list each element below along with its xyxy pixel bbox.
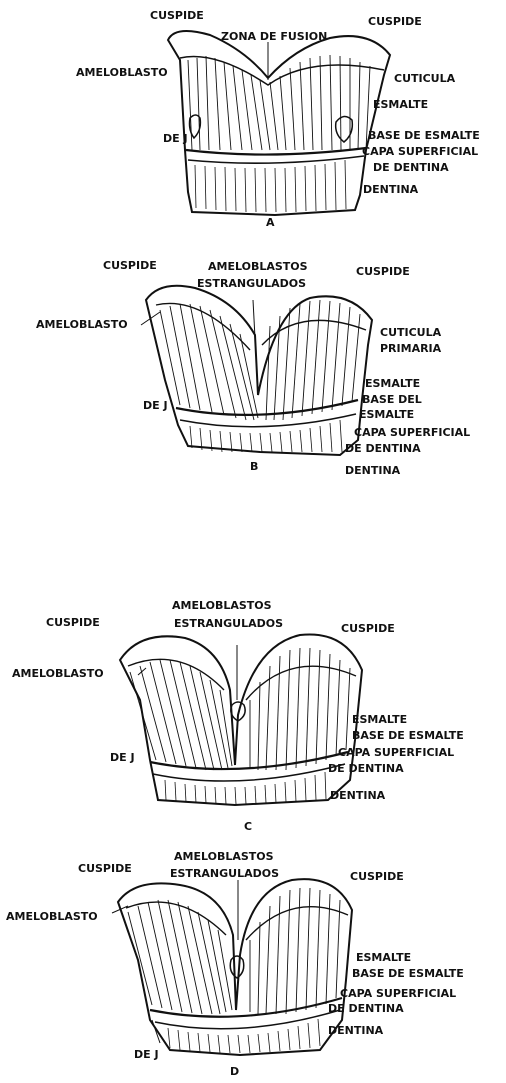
panel-d-estrangulados-2: ESTRANGULADOS (170, 867, 279, 880)
panel-a-zona-fusion: ZONA DE FUSION (221, 30, 327, 43)
panel-b-estrangulados-1: AMELOBLASTOS (208, 260, 308, 273)
panel-b-cuspide-left: CUSPIDE (103, 259, 157, 272)
panel-b-drawing (141, 286, 372, 455)
panel-c-ameloblasto: AMELOBLASTO (12, 667, 104, 680)
panel-d-capa-superficial: CAPA SUPERFICIAL (340, 987, 456, 1000)
panel-c-cuspide-left: CUSPIDE (46, 616, 100, 629)
panel-b-base-esmalte: ESMALTE (359, 408, 414, 421)
panel-d-dentina: DENTINA (328, 1024, 384, 1037)
panel-a-drawing (168, 31, 390, 215)
panel-c-dentin-tubules (165, 772, 326, 804)
panel-a-cuticula: CUTICULA (394, 72, 456, 85)
panel-b-de-dentina: DE DENTINA (345, 442, 421, 455)
panel-d-estrangulados-1: AMELOBLASTOS (174, 850, 274, 863)
panel-a: CUSPIDE CUSPIDE ZONA DE FUSION AMELOBLAS… (76, 9, 480, 229)
panel-b-rods (160, 300, 360, 420)
panel-d-fusion-knot (230, 956, 244, 978)
panel-b-outline (146, 286, 372, 455)
panel-c-estrangulados-1: AMELOBLASTOS (172, 599, 272, 612)
panel-b-cuticula: CUTICULA (380, 326, 442, 339)
panel-d-de-j: DE J (134, 1048, 159, 1061)
panel-a-outline (168, 31, 390, 215)
panel-a-dentin-layer (188, 156, 364, 163)
panel-c-enamel-base (150, 752, 348, 769)
panel-d-base-esmalte: BASE DE ESMALTE (352, 967, 464, 980)
panel-c-letter: C (244, 820, 252, 833)
panel-b-base-del: BASE DEL (362, 393, 422, 406)
panel-d-cuspide-left: CUSPIDE (78, 862, 132, 875)
panel-d-cuspide-right: CUSPIDE (350, 870, 404, 883)
panel-a-dentin-tubules (195, 160, 346, 212)
panel-b-estrangulados-2: ESTRANGULADOS (197, 277, 306, 290)
panel-d-drawing (112, 879, 352, 1055)
panel-a-ameloblast-rods (188, 55, 370, 150)
panel-a-enamel-base (186, 148, 366, 155)
panel-c-drawing (120, 634, 362, 805)
panel-b-primaria: PRIMARIA (380, 342, 442, 355)
panel-d-de-dentina: DE DENTINA (328, 1002, 404, 1015)
panel-c-cuspide-right: CUSPIDE (341, 622, 395, 635)
panel-a-cusp-band (180, 57, 384, 85)
panel-a-de-dentina: DE DENTINA (373, 161, 449, 174)
panel-c-esmalte: ESMALTE (352, 713, 407, 726)
panel-d-ameloblasto: AMELOBLASTO (6, 910, 98, 923)
panel-c-dentina: DENTINA (330, 789, 386, 802)
panel-a-cuspide-right: CUSPIDE (368, 15, 422, 28)
panel-c-de-j: DE J (110, 751, 135, 764)
panel-a-cuspide-left: CUSPIDE (150, 9, 204, 22)
panel-b-ameloblasto: AMELOBLASTO (36, 318, 128, 331)
panel-a-dentina: DENTINA (363, 183, 419, 196)
panel-b-capa-superficial: CAPA SUPERFICIAL (354, 426, 470, 439)
panel-c-base-esmalte: BASE DE ESMALTE (352, 729, 464, 742)
panel-a-esmalte: ESMALTE (373, 98, 428, 111)
panel-b-dentina: DENTINA (345, 464, 401, 477)
panel-d-enamel-base (150, 998, 342, 1017)
panel-c-estrangulados-2: ESTRANGULADOS (174, 617, 283, 630)
panel-c: AMELOBLASTOS ESTRANGULADOS CUSPIDE CUSPI… (12, 599, 464, 833)
panel-d-dentin-tubules (168, 1019, 320, 1053)
panel-d-letter: D (230, 1065, 239, 1078)
panel-d-dentin-layer (155, 1010, 340, 1029)
panel-b-de-j: DE J (143, 399, 168, 412)
panel-a-de-j: DE J (163, 132, 188, 145)
panel-b-esmalte: ESMALTE (365, 377, 420, 390)
panel-a-letter: A (266, 216, 275, 229)
panel-b-letter: B (250, 460, 258, 473)
panel-b-dentin-layer (180, 414, 356, 427)
panel-d-esmalte: ESMALTE (356, 951, 411, 964)
panel-b: CUSPIDE AMELOBLASTOS ESTRANGULADOS CUSPI… (36, 259, 470, 477)
panel-d: AMELOBLASTOS ESTRANGULADOS CUSPIDE CUSPI… (6, 850, 464, 1078)
panel-c-de-dentina: DE DENTINA (328, 762, 404, 775)
panel-c-capa-superficial: CAPA SUPERFICIAL (338, 746, 454, 759)
panel-a-base-esmalte: BASE DE ESMALTE (368, 129, 480, 142)
panel-a-ameloblasto: AMELOBLASTO (76, 66, 168, 79)
panel-c-cusp-band (128, 659, 356, 700)
panel-b-cuspide-right: CUSPIDE (356, 265, 410, 278)
panel-a-capa-superficial: CAPA SUPERFICIAL (362, 145, 478, 158)
